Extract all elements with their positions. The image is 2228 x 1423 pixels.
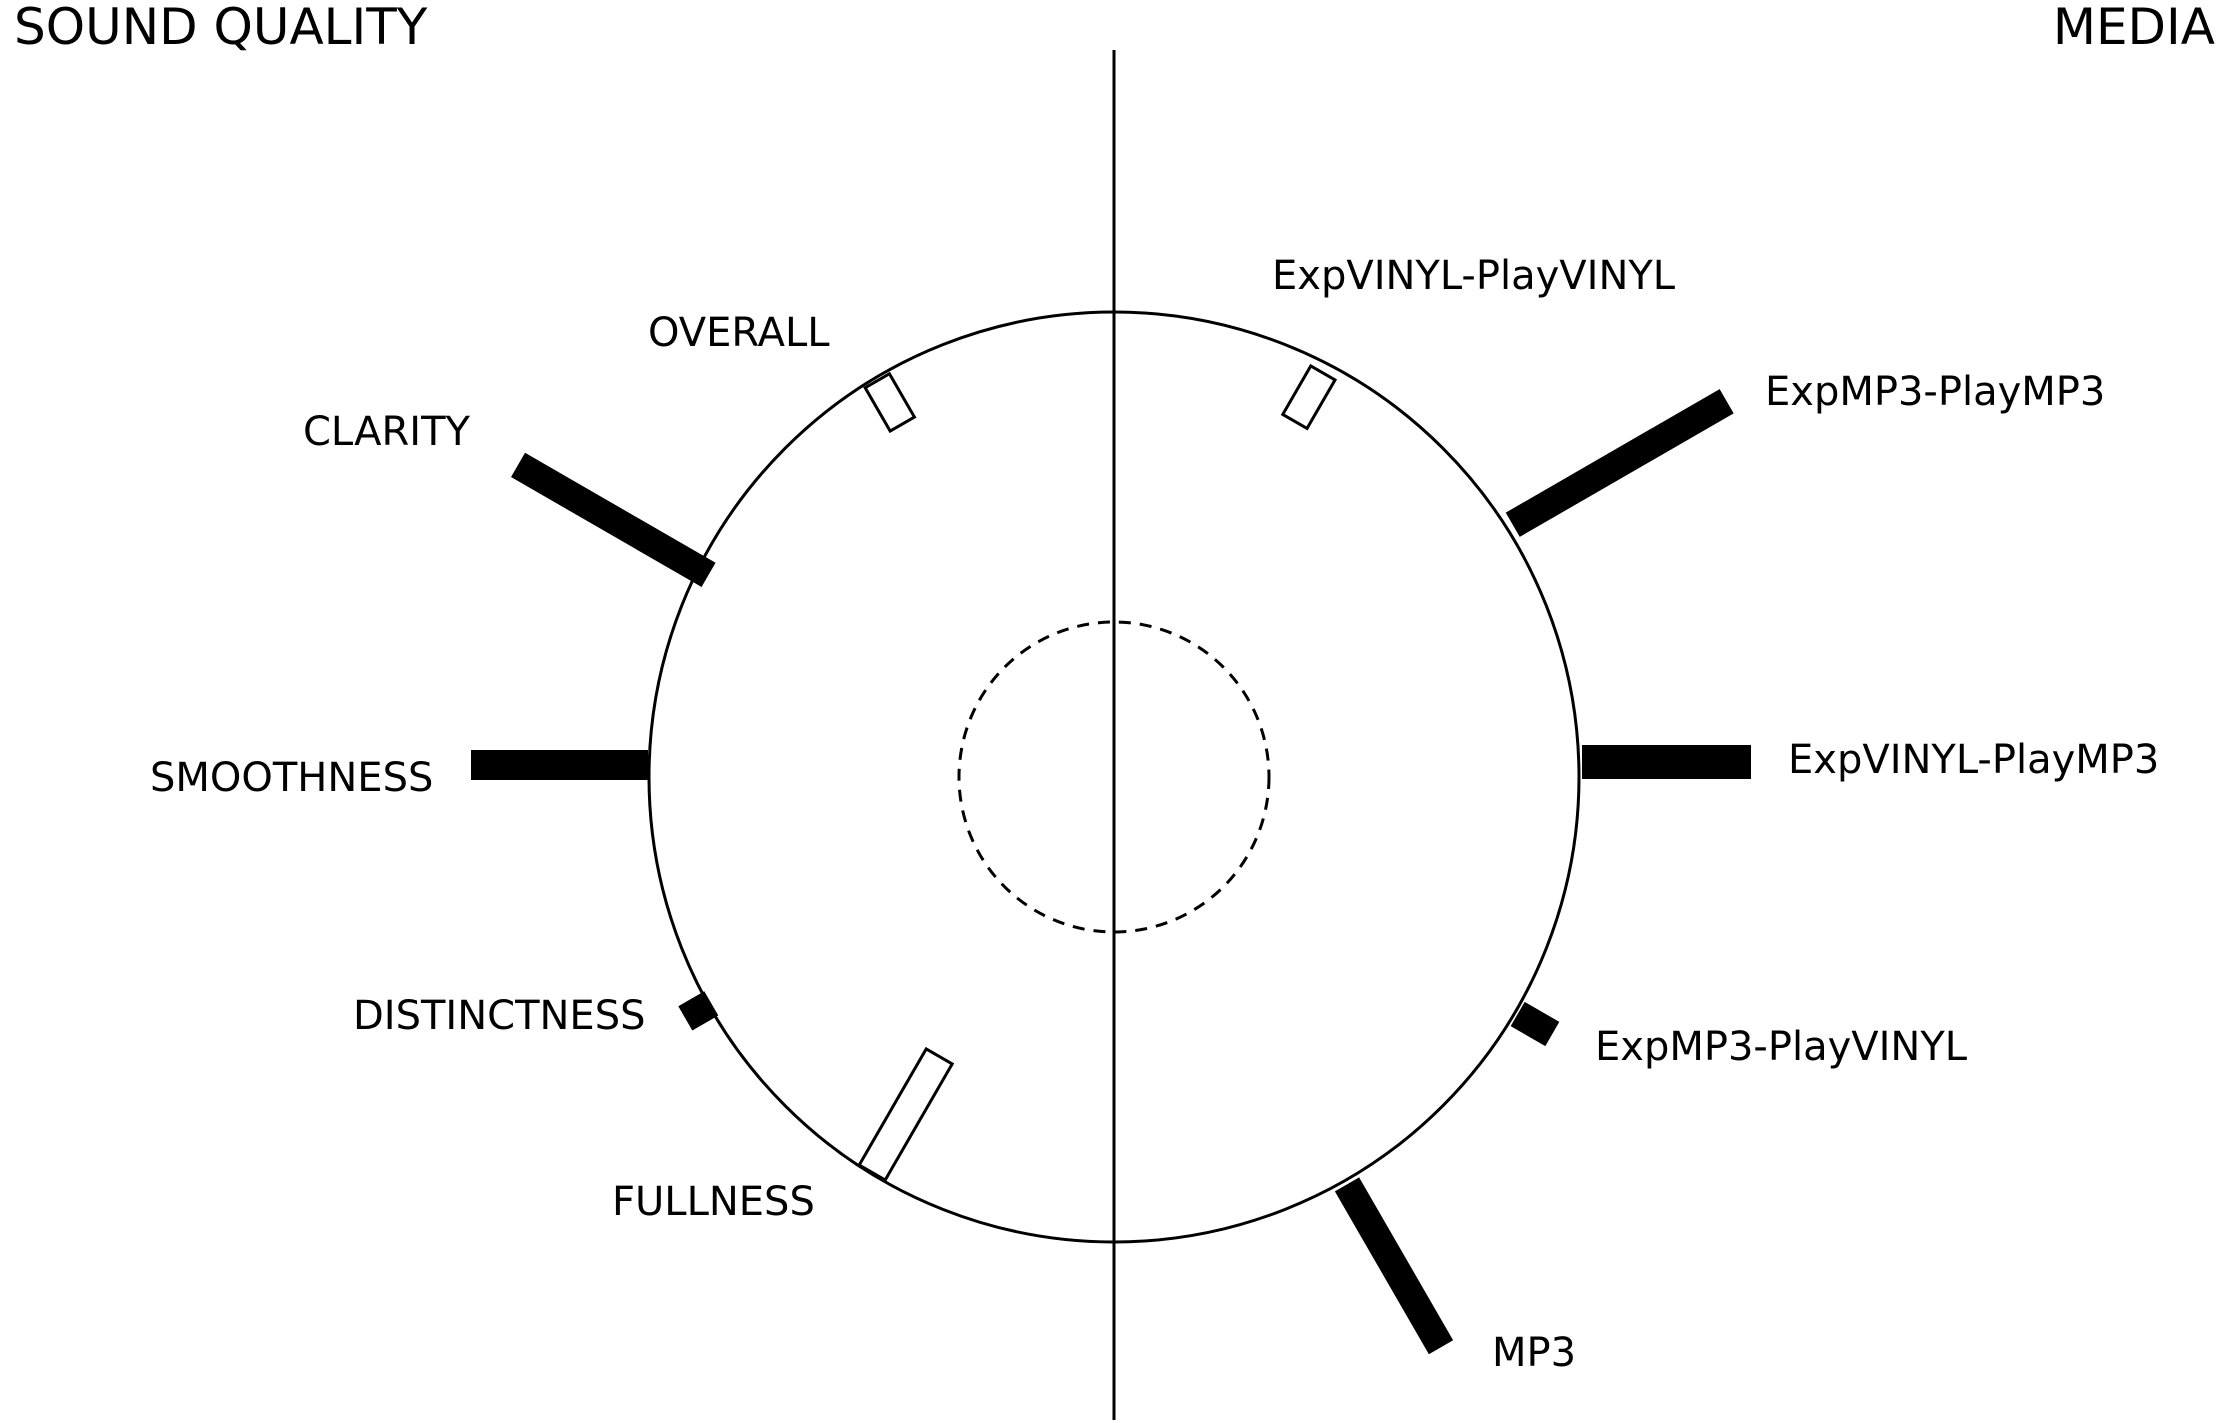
bar-expvinyl-playvinyl <box>1280 363 1338 431</box>
label-expmp3-playvinyl: ExpMP3-PlayVINYL <box>1595 1024 1968 1070</box>
bar-mp3 <box>1334 1177 1454 1355</box>
label-expvinyl-playmp3: ExpVINYL-PlayMP3 <box>1788 737 2159 783</box>
right-heading: MEDIA <box>2053 0 2215 56</box>
label-clarity: CLARITY <box>303 409 471 455</box>
label-overall: OVERALL <box>648 310 830 356</box>
bar-expvinyl-playmp3 <box>1582 745 1751 779</box>
label-expvinyl-playvinyl: ExpVINYL-PlayVINYL <box>1272 253 1676 299</box>
label-distinctness: DISTINCTNESS <box>353 993 645 1039</box>
label-fullness: FULLNESS <box>612 1179 815 1225</box>
outer-circle <box>647 310 1581 1244</box>
label-mp3: MP3 <box>1492 1330 1576 1376</box>
label-smoothness: SMOOTHNESS <box>150 755 433 801</box>
bar-distinctness <box>678 991 719 1031</box>
left-heading: SOUND QUALITY <box>14 0 428 56</box>
bar-overall <box>863 371 917 434</box>
bar-fullness <box>857 1046 955 1183</box>
bar-smoothness <box>471 750 648 780</box>
bar-expmp3-playvinyl <box>1510 1001 1560 1047</box>
label-expmp3-playmp3: ExpMP3-PlayMP3 <box>1765 369 2105 415</box>
bar-expmp3-playmp3 <box>1505 389 1734 537</box>
bar-clarity <box>511 452 716 588</box>
reference-dashed-circle <box>957 620 1271 934</box>
